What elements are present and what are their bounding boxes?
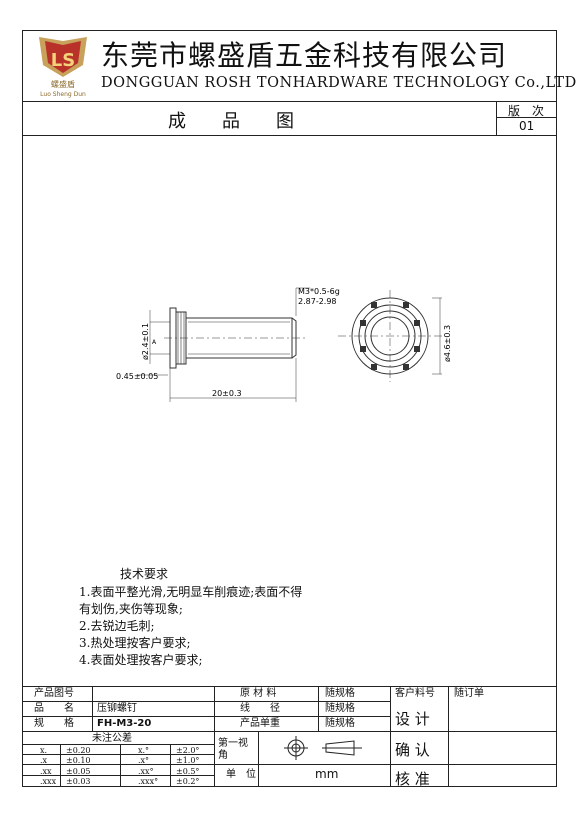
spec-label: 规 格 [34,718,74,729]
dim-head-dia: ø4.6±0.3 [443,325,452,362]
tolerance-label: 未注公差 [92,733,132,744]
dim-thickness: 0.45±0.05 [116,372,158,381]
confirm-label: 确 认 [395,741,430,759]
version-value: 01 [519,119,535,133]
tech-notes-heading: 技术要求 [120,567,169,581]
company-name-en: DONGGUAN ROSH TONHARDWARE TECHNOLOGY Co.… [101,75,577,91]
dim-length: 20±0.3 [212,389,242,398]
note-1: 1.表面平整光滑,无明显车削痕迹;表面不得 [79,585,303,599]
svg-text:螺盛盾: 螺盛盾 [51,79,75,89]
technical-drawing: M3*0.5-6g 2.87-2.98 20±0.3 0.45±0.05 A ø… [116,287,452,402]
drawing-frame [22,30,557,787]
product-name-label: 品 名 [34,703,74,714]
material-value: 随规格 [325,688,355,699]
note-3: 3.热处理按客户要求; [79,636,191,650]
svg-text:Luo Sheng Dun: Luo Sheng Dun [40,91,86,98]
drawing-title: 成 品 图 [168,111,294,132]
spec-value: FH-M3-20 [97,718,152,729]
note-2: 2.去锐边毛刺; [79,619,155,633]
unit-label: 单 位 [226,769,256,780]
note-4: 4.表面处理按客户要求; [79,653,203,667]
tech-notes: 1.表面平整光滑,无明显车削痕迹;表面不得 有划伤,夹伤等现象; 2.去锐边毛刺… [79,584,302,669]
thread-minor: 2.87-2.98 [298,297,337,306]
company-logo: LS 螺盛盾 Luo Sheng Dun [33,33,93,99]
material-label: 原 材 料 [240,688,277,699]
first-angle-symbol [284,736,362,760]
company-name-cn: 东莞市螺盛盾五金科技有限公司 [101,39,508,72]
view-angle-label: 第一视角 [218,738,248,761]
unit-weight-value: 随规格 [325,718,355,729]
design-label: 设 计 [395,710,430,728]
wire-dia-label: 线 径 [240,703,280,714]
wire-dia-value: 随规格 [325,703,355,714]
version-label: 版 次 [508,104,545,118]
logo-letters: LS [51,50,75,71]
datum-a: A [152,339,157,346]
unit-value: mm [315,767,339,781]
dim-small-dia: ø2.4±0.1 [141,323,150,360]
approve-label: 核 准 [395,770,430,788]
product-no-label: 产品图号 [34,688,74,699]
customer-no-value: 随订单 [454,688,484,699]
thread-spec: M3*0.5-6g [298,287,340,296]
product-name-value: 压铆螺钉 [97,703,137,714]
customer-no-label: 客户料号 [395,688,435,699]
note-1b: 有划伤,夹伤等现象; [79,602,183,616]
unit-weight-label: 产品单重 [240,718,280,729]
